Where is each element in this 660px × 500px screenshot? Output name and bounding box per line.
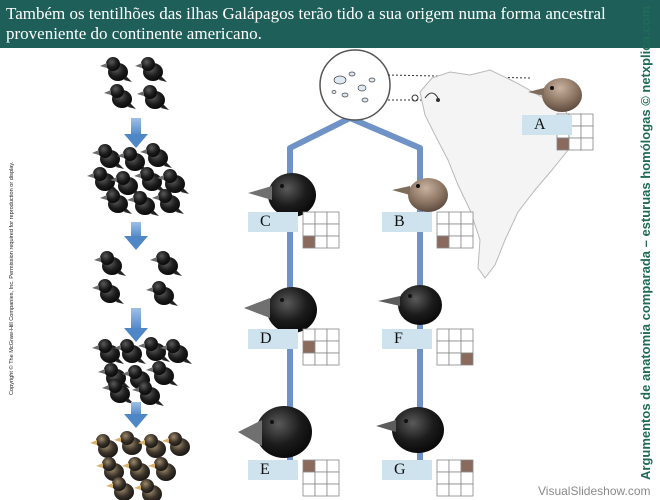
population-5 <box>90 431 190 500</box>
grid-f <box>436 328 474 366</box>
grid-g <box>436 459 474 497</box>
population-3 <box>92 251 182 306</box>
grid-c <box>302 211 340 249</box>
label-a: A <box>522 115 572 135</box>
galapagos-inset <box>319 49 391 121</box>
grid-b <box>436 211 474 249</box>
header-bar: Também os tentilhões das ilhas Galápagos… <box>0 0 660 48</box>
finch-g <box>376 407 444 453</box>
diet-grids <box>302 113 594 497</box>
label-b: B <box>382 212 432 232</box>
population-1 <box>100 57 169 110</box>
header-text: Também os tentilhões das ilhas Galápagos… <box>6 4 606 43</box>
finch-b <box>392 178 448 212</box>
finch-e <box>238 406 312 458</box>
grid-e <box>302 459 340 497</box>
watermark: VisualSlideshow.com <box>538 484 651 498</box>
label-e: E <box>248 460 298 480</box>
phylogenetic-tree <box>287 115 423 465</box>
finch-d <box>244 287 317 333</box>
down-arrow-1 <box>124 118 148 148</box>
label-c: C <box>248 212 298 232</box>
population-4 <box>92 337 192 406</box>
finch-a <box>528 78 582 112</box>
label-f: F <box>382 329 432 349</box>
label-g: G <box>382 460 432 480</box>
grid-d <box>302 328 340 366</box>
finch-c <box>248 173 316 217</box>
finch-f <box>378 285 442 325</box>
population-2 <box>87 143 189 216</box>
down-arrow-4 <box>124 402 148 428</box>
label-d: D <box>248 329 298 349</box>
down-arrow-3 <box>124 308 148 342</box>
down-arrow-2 <box>124 222 148 250</box>
